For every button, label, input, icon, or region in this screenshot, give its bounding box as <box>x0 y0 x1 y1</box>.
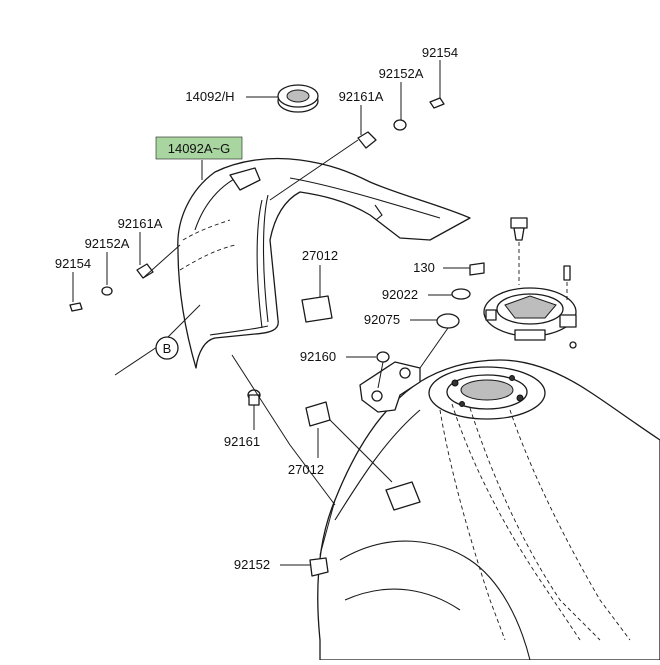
fuel-tank <box>317 359 660 661</box>
callout-92075: 92075 <box>364 312 400 327</box>
callout-92154-top: 92154 <box>422 45 458 60</box>
callout-92160: 92160 <box>300 349 336 364</box>
callout-14092h: 14092/H <box>185 89 234 104</box>
callout-27012-bottom: 27012 <box>288 462 324 477</box>
callout-92152a-top: 92152A <box>379 66 424 81</box>
callout-14092ag: 14092A~G <box>168 141 231 156</box>
callout-27012-top: 27012 <box>302 248 338 263</box>
leader-lines <box>72 60 470 566</box>
cap-ring-14092h <box>277 84 319 113</box>
reference-marker-label: B <box>163 341 172 356</box>
callout-92161a-left: 92161A <box>118 216 163 231</box>
callout-92152-bottom: 92152 <box>234 557 270 572</box>
highlight-box <box>155 136 243 160</box>
callout-92152a-left: 92152A <box>85 236 130 251</box>
callout-92161a-top: 92161A <box>339 89 384 104</box>
callout-92022: 92022 <box>382 287 418 302</box>
callout-92161: 92161 <box>224 434 260 449</box>
callout-92154-left: 92154 <box>55 256 91 271</box>
tank-cover <box>177 157 471 369</box>
callout-130: 130 <box>413 260 435 275</box>
fuel-cap-assembly <box>483 217 577 349</box>
reference-marker-b: B <box>155 336 179 360</box>
fasteners <box>69 88 485 577</box>
